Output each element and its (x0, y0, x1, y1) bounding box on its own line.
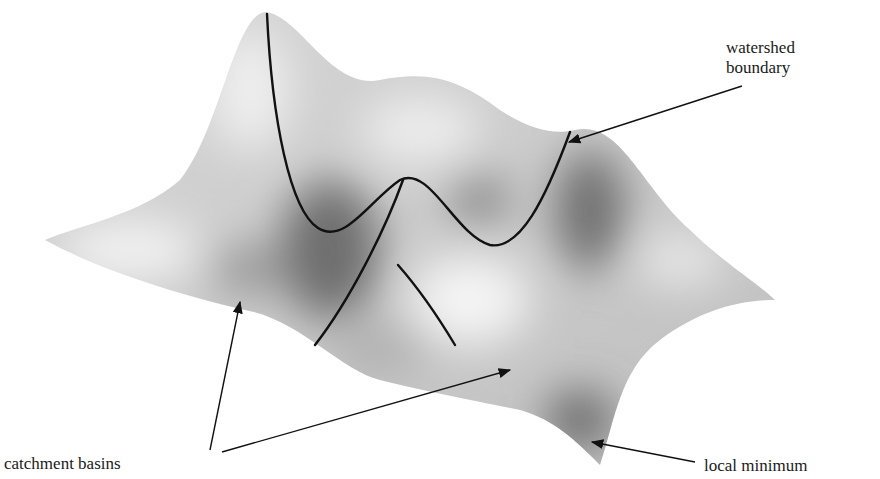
watershed-lines (267, 14, 570, 345)
leader-lines (210, 86, 742, 462)
callout-label: watershed boundary (726, 38, 826, 78)
callout-label: local minimum (704, 456, 807, 476)
callout-label: catchment basins (4, 454, 121, 474)
